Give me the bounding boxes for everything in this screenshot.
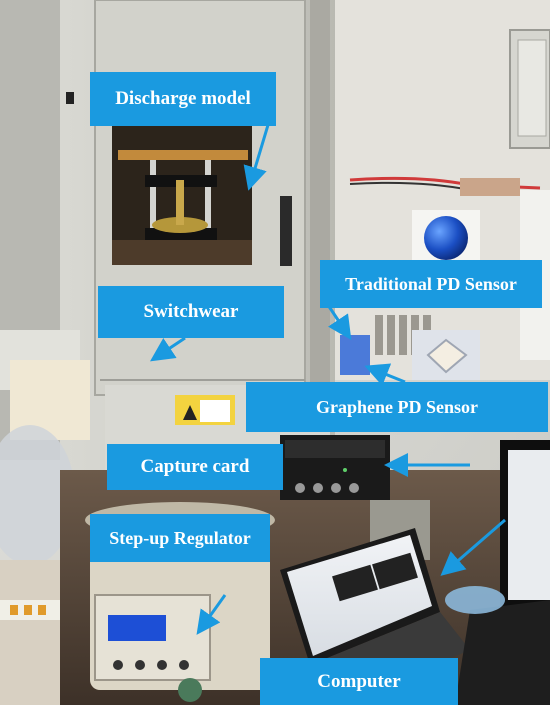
discharge-model-label: Discharge model: [90, 72, 276, 126]
computer-label: Computer: [260, 658, 458, 705]
step-up-regulator-label: Step-up Regulator: [90, 514, 270, 562]
capture-card-label: Capture card: [107, 444, 283, 490]
traditional-pd-sensor-label: Traditional PD Sensor: [320, 260, 542, 308]
switchwear-label: Switchwear: [98, 286, 284, 338]
graphene-pd-sensor-label: Graphene PD Sensor: [246, 382, 548, 432]
